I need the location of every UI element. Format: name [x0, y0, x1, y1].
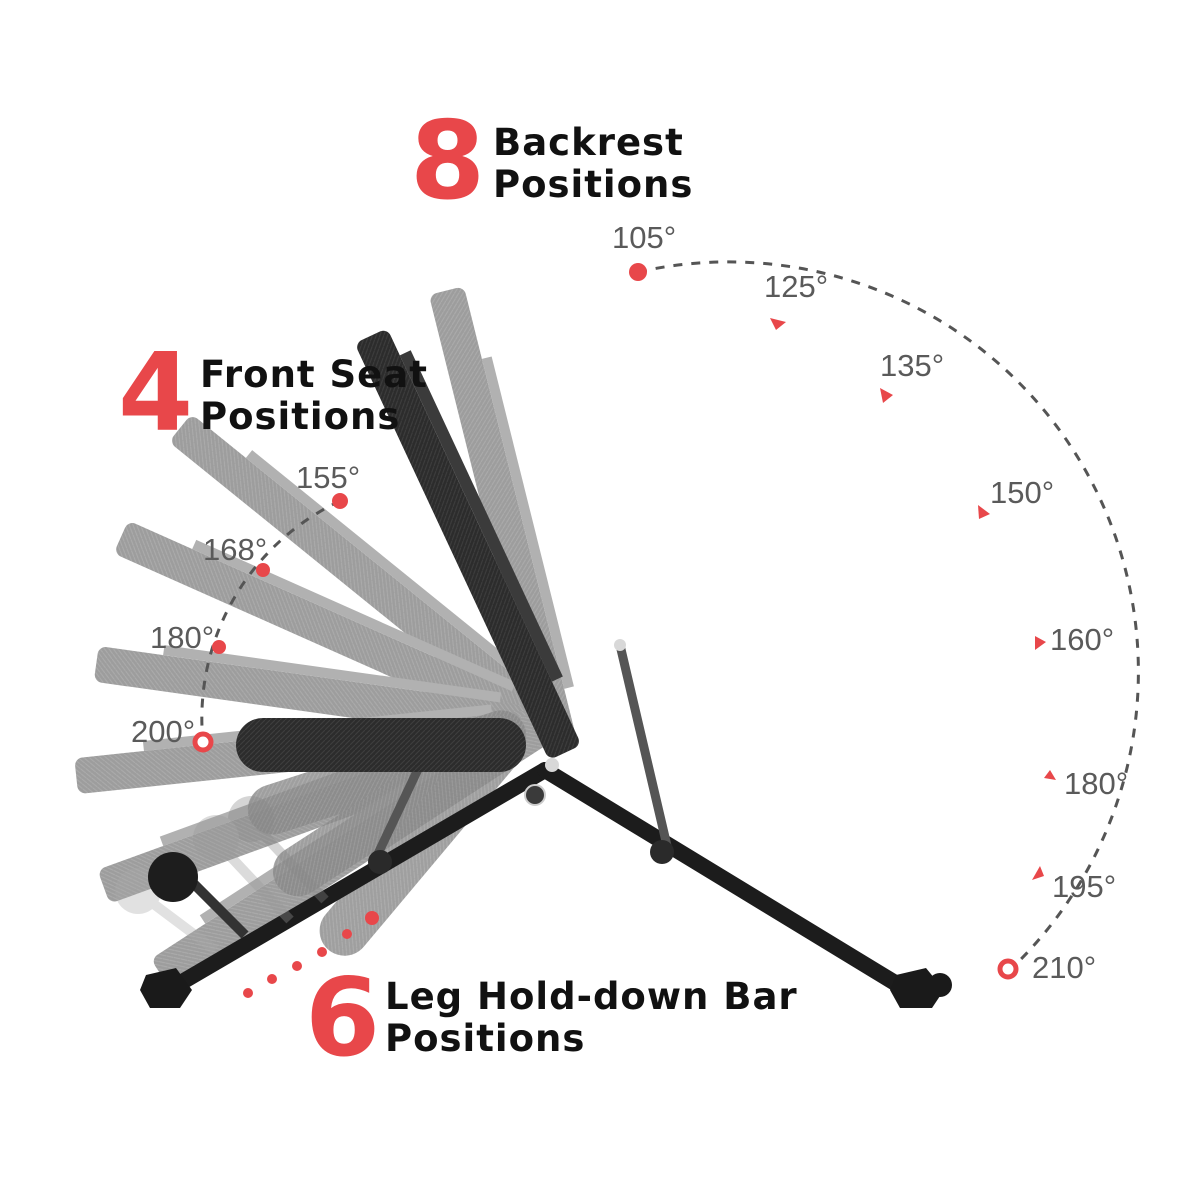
front-seat-caption: Front Seat Positions	[200, 354, 428, 438]
backrest-caption-line1: Backrest	[493, 121, 684, 164]
backrest-angle-label: 210°	[1032, 950, 1097, 985]
front-seat-caption-line1: Front Seat	[200, 353, 428, 396]
backrest-angle-label: 135°	[880, 348, 945, 383]
front-seat-angle-label: 155°	[296, 460, 361, 495]
backrest-count: 8	[410, 99, 486, 224]
front-seat-count: 4	[118, 331, 194, 456]
front-foot	[140, 968, 192, 1008]
backrest-angle-markers	[629, 263, 1056, 980]
front-seat-pad	[236, 718, 526, 772]
backrest-angle-label: 125°	[764, 269, 829, 304]
front-seat-caption-line2: Positions	[200, 395, 401, 438]
backrest-angle-arc	[637, 260, 1140, 970]
backrest-angle-label: 195°	[1052, 869, 1117, 904]
leg-bar-position-dots	[243, 911, 379, 998]
backrest-angle-label: 150°	[990, 475, 1055, 510]
leg-bar-caption-line2: Positions	[385, 1017, 586, 1060]
backrest-angle-label: 105°	[612, 220, 677, 255]
leg-bar-caption: Leg Hold-down Bar Positions	[385, 976, 798, 1060]
leg-hold-down-bar	[115, 796, 329, 954]
front-seat-angle-arc	[200, 499, 341, 743]
backrest-angle-label: 180°	[1064, 766, 1129, 801]
backrest-caption: Backrest Positions	[493, 122, 693, 206]
front-seat-angle-label: 168°	[203, 532, 268, 567]
bench-frame	[140, 639, 952, 1008]
leg-bar-caption-line1: Leg Hold-down Bar	[385, 975, 798, 1018]
leg-bar-count: 6	[305, 956, 381, 1081]
front-seat-angle-markers	[192, 493, 348, 753]
front-seat-angle-label: 180°	[150, 620, 215, 655]
backrest-angle-label: 160°	[1050, 622, 1115, 657]
front-seat-angle-label: 200°	[131, 714, 196, 749]
backrest-caption-line2: Positions	[493, 163, 694, 206]
backrest-pad	[357, 330, 579, 758]
